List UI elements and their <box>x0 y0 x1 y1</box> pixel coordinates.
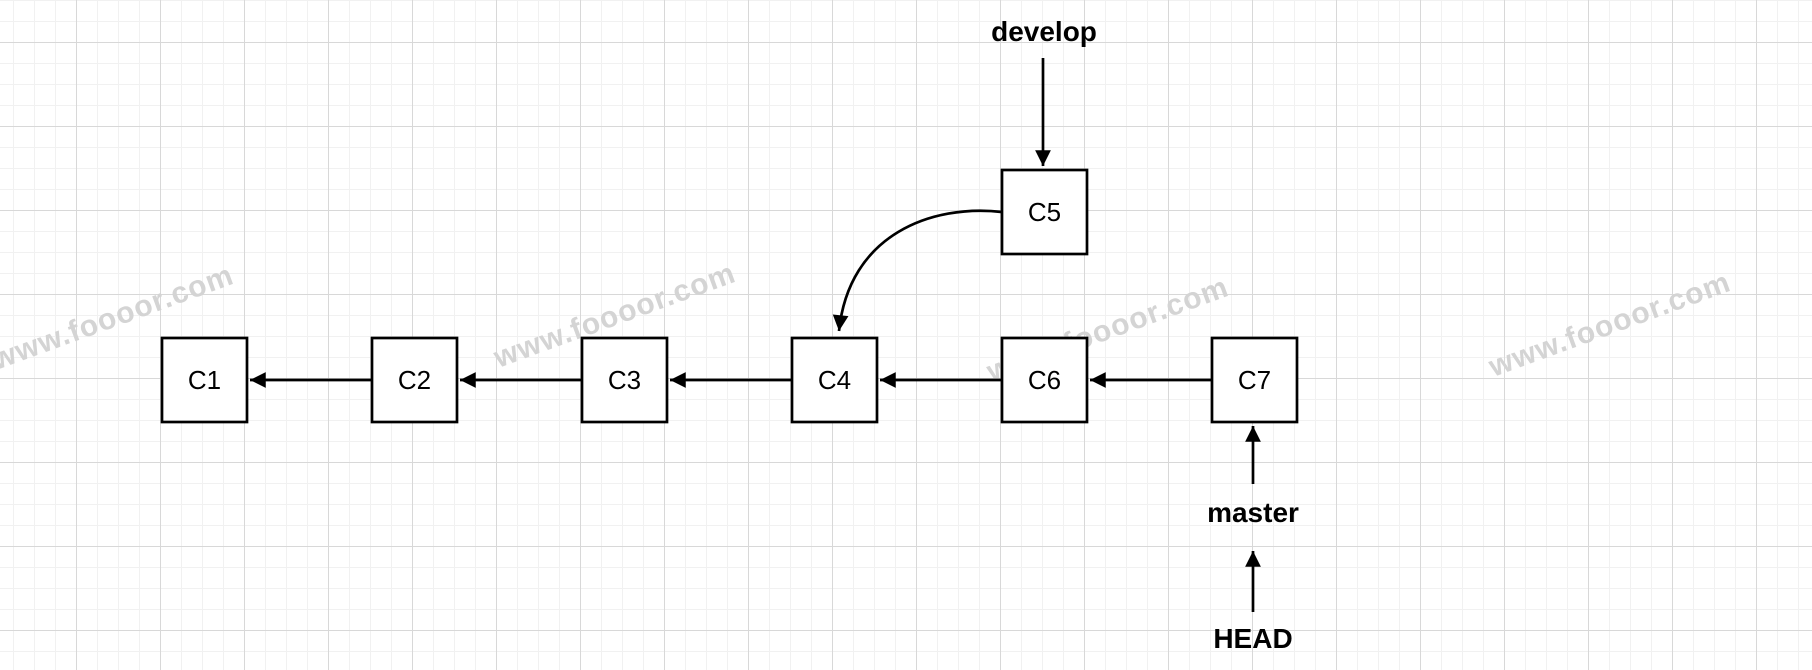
commit-box-c6 <box>1000 336 1089 424</box>
commit-box-c2 <box>370 336 459 424</box>
commit-box-c1 <box>160 336 249 424</box>
commit-label-c4: C4 <box>818 365 851 395</box>
ref-label-develop: develop <box>991 16 1097 47</box>
commit-label-c2: C2 <box>398 365 431 395</box>
ref-label-master: master <box>1207 497 1299 528</box>
commit-box-c3 <box>580 336 669 424</box>
ref-label-head: HEAD <box>1213 623 1292 654</box>
commit-box-c5 <box>1000 168 1089 256</box>
commit-label-c3: C3 <box>608 365 641 395</box>
commit-label-c6: C6 <box>1028 365 1061 395</box>
commit-box-c4 <box>790 336 879 424</box>
edge-c5-c4 <box>832 209 1003 332</box>
commit-label-c5: C5 <box>1028 197 1061 227</box>
commit-box-c7 <box>1210 336 1299 424</box>
commit-label-c7: C7 <box>1238 365 1271 395</box>
commit-label-c1: C1 <box>188 365 221 395</box>
